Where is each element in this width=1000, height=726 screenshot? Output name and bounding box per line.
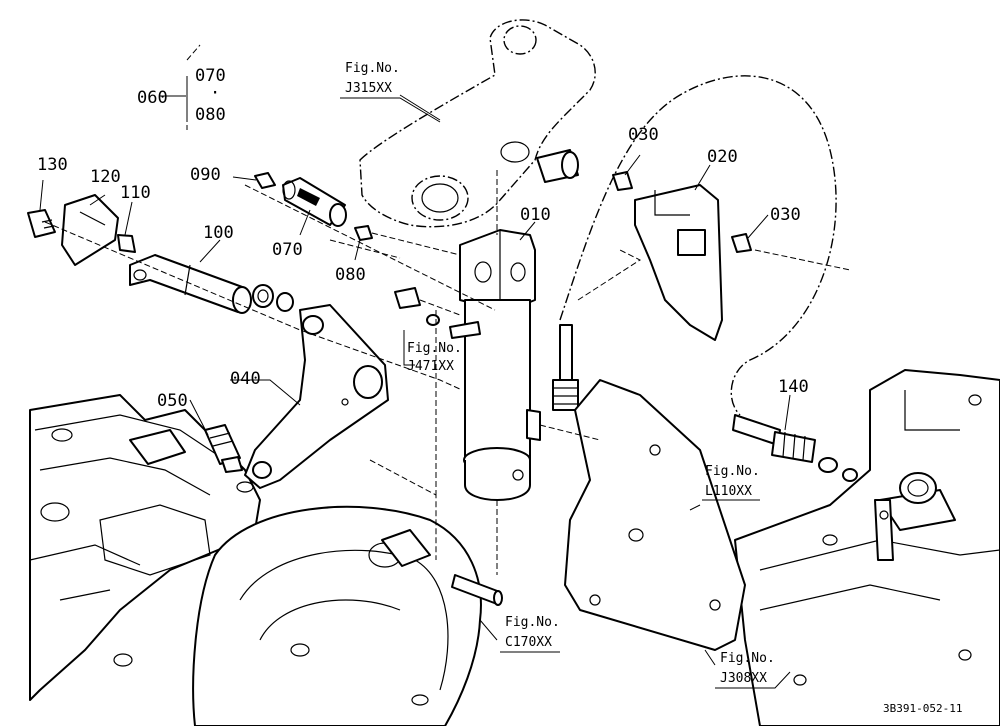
label-080-alt: 080 [195, 105, 226, 125]
label-100: 100 [203, 223, 234, 243]
hydraulic-cylinder [459, 229, 541, 501]
grease-nipple-080 [354, 225, 373, 241]
label-030-right: 030 [770, 205, 801, 225]
ref-c170-number: C170XX [505, 635, 552, 650]
sleeve-070 [282, 177, 347, 227]
label-090: 090 [190, 165, 221, 185]
lift-arm-ghost [359, 19, 596, 228]
lift-pin [117, 234, 294, 314]
bolt-030-right [731, 233, 752, 253]
label-080: 080 [335, 265, 366, 285]
ref-c170-caption: Fig.No. [505, 615, 560, 630]
label-140: 140 [778, 377, 809, 397]
lock-plate [61, 194, 119, 266]
hydraulic-hose [552, 324, 858, 482]
label-110: 110 [120, 183, 151, 203]
screw-090 [254, 172, 276, 189]
mounting-bracket [564, 379, 746, 651]
drawing-code: 3B391-052-11 [883, 702, 962, 715]
fitting-050 [204, 424, 243, 473]
lift-bracket [244, 304, 389, 489]
label-050: 050 [157, 391, 188, 411]
label-070-alt: 070 [195, 66, 226, 86]
ref-l110-caption: Fig.No. [705, 464, 760, 479]
leader-lines [39, 44, 851, 666]
ref-j308-number: J308XX [720, 671, 767, 686]
label-060: 060 [137, 88, 168, 108]
ref-j315-caption: Fig.No. [345, 61, 400, 76]
dot-separator: · [210, 83, 220, 103]
ref-j315-number: J315XX [345, 81, 392, 96]
bell-housing [192, 505, 482, 726]
ref-l110-number: L110XX [705, 484, 752, 499]
label-130: 130 [37, 155, 68, 175]
transmission-case-left [29, 394, 261, 701]
bolt-130 [27, 209, 56, 238]
label-040: 040 [230, 369, 261, 389]
label-030-top: 030 [628, 125, 659, 145]
label-010: 010 [520, 205, 551, 225]
hydraulic-housing-right [734, 369, 1000, 726]
stud-bolt [451, 574, 503, 606]
ref-j471-caption: Fig.No. [407, 341, 462, 356]
label-120: 120 [90, 167, 121, 187]
label-070: 070 [272, 240, 303, 260]
ref-j308-caption: Fig.No. [720, 651, 775, 666]
label-020: 020 [707, 147, 738, 167]
guard-plate [634, 184, 723, 341]
ref-j471-number: J471XX [407, 359, 454, 374]
bolt-030-top [612, 171, 633, 191]
